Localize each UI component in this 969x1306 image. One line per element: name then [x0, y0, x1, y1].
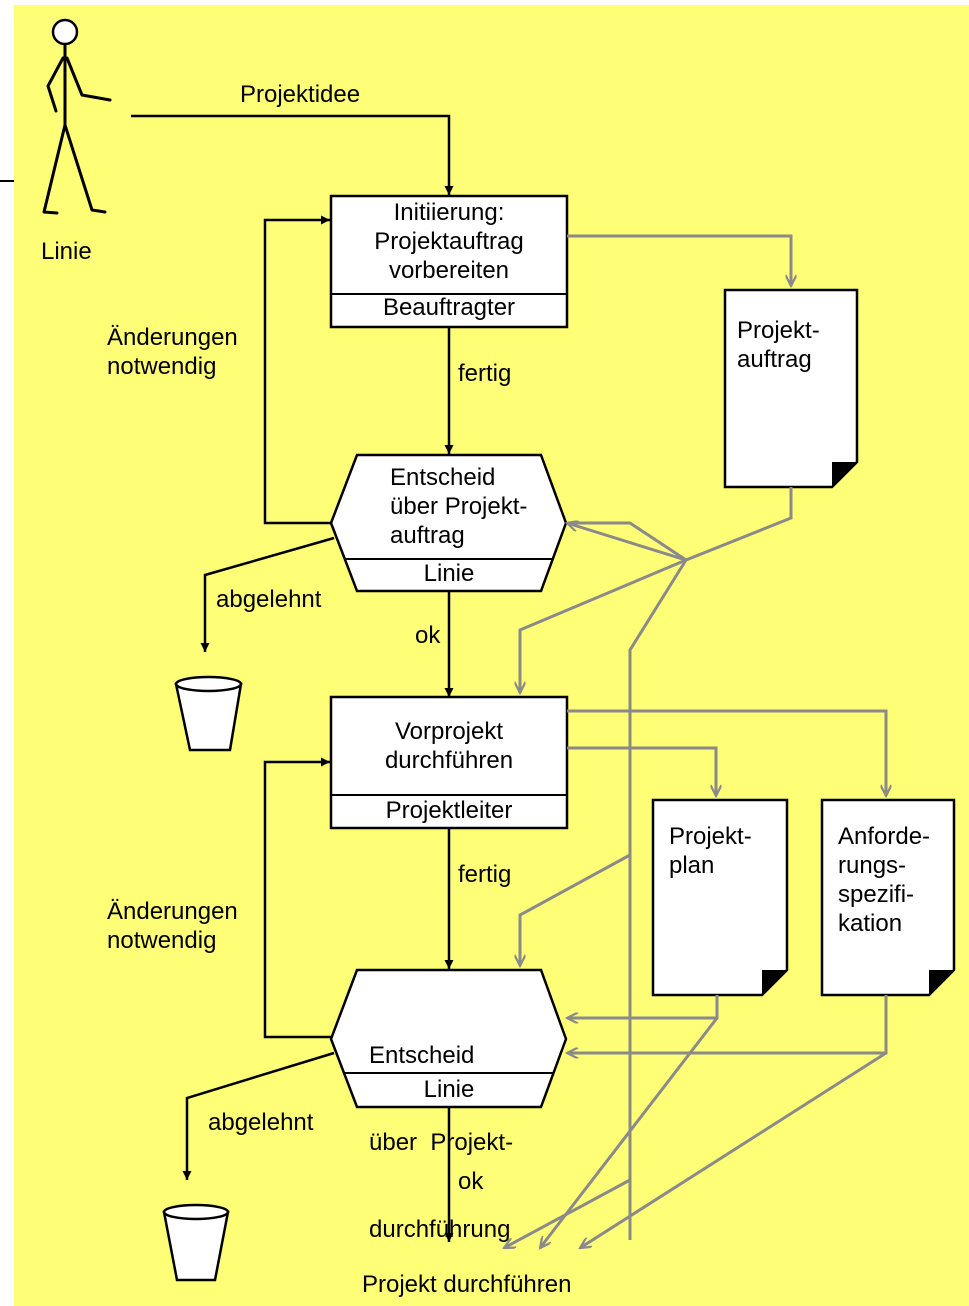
initiation-title: Initiierung: Projektauftrag vorbereiten	[331, 198, 567, 285]
information-flow-arrows	[504, 234, 886, 1248]
rejected-2-label: abgelehnt	[208, 1109, 314, 1136]
actor-label: Linie	[41, 238, 92, 265]
decision-2-hexagon	[329, 968, 568, 1109]
arrow-abgelehnt-2	[182, 1051, 335, 1180]
preproject-title: Vorprojekt durchführen	[331, 717, 567, 775]
document-plan-line-1: Projekt-	[669, 823, 752, 850]
preproject-line-2: durchführen	[384, 747, 514, 774]
arrow-abgelehnt-1	[200, 536, 335, 652]
decision-1-hexagon	[329, 453, 568, 593]
trash-bin-2-icon	[162, 1203, 230, 1282]
document-auftrag	[723, 288, 859, 489]
actor-stick-figure-icon	[42, 18, 112, 215]
loop-1-line-2: notwendig	[107, 353, 217, 380]
document-plan	[651, 798, 789, 997]
decision-2-role: Linie	[423, 1076, 475, 1103]
document-auftrag-text: Projekt- auftrag	[737, 316, 820, 374]
document-spec-line-1: Anforde-	[838, 823, 931, 850]
trash-bin-1-icon	[174, 675, 243, 752]
arrow-loop-2	[263, 757, 331, 1039]
document-plan-line-2: plan	[669, 852, 715, 879]
initiation-role: Beauftragter	[382, 294, 516, 321]
initiation-title-line-2: Projektauftrag	[374, 228, 524, 255]
ok-2-label: ok	[458, 1168, 484, 1195]
edge-fertig-2-label: fertig	[458, 861, 512, 888]
document-plan-text: Projekt- plan	[669, 822, 752, 880]
decision-1-role: Linie	[423, 560, 475, 587]
decision-1-line-2: über Projekt-	[390, 493, 528, 520]
document-spec-line-2: rungs-	[838, 852, 907, 879]
preproject-line-1: Vorprojekt	[394, 718, 504, 745]
decision-1-title: Entscheid über Projekt- auftrag	[390, 463, 527, 550]
initiation-title-line-1: Initiierung:	[393, 199, 505, 226]
document-spec-line-3: spezifi-	[838, 881, 915, 908]
document-spec-line-4: kation	[838, 910, 903, 937]
ok-1-label: ok	[415, 622, 441, 649]
rejected-1-label: abgelehnt	[216, 586, 322, 613]
loop-1-line-1: Änderungen	[107, 324, 238, 351]
document-auftrag-line-1: Projekt-	[737, 317, 820, 344]
output-label: Projekt durchführen	[362, 1271, 572, 1298]
edge-fertig-1-label: fertig	[458, 360, 512, 387]
input-label: Projektidee	[240, 81, 361, 108]
document-auftrag-line-2: auftrag	[737, 346, 812, 373]
decision-2-line-3: durchführung	[369, 1216, 511, 1243]
initiation-box	[329, 194, 569, 329]
arrow-projektidee	[131, 114, 454, 195]
decision-2-title: Entscheid über Projekt- durchführung	[369, 983, 513, 1302]
arrow-loop-1	[263, 215, 331, 525]
decision-1-line-1: Entscheid	[390, 464, 496, 491]
preproject-role: Projektleiter	[385, 797, 513, 824]
document-spec	[820, 798, 956, 997]
preproject-box	[329, 695, 569, 830]
document-spec-text: Anforde- rungs- spezifi- kation	[838, 822, 930, 938]
decision-2-line-1: Entscheid	[369, 1042, 475, 1069]
initiation-title-line-3: vorbereiten	[388, 257, 510, 284]
decision-2-line-2: über Projekt-	[369, 1129, 514, 1156]
loop-2-line-2: notwendig	[107, 927, 217, 954]
loop-2-line-1: Änderungen	[107, 898, 238, 925]
decision-1-line-3: auftrag	[390, 522, 465, 549]
loop-2-label: Änderungen notwendig	[107, 897, 238, 955]
loop-1-label: Änderungen notwendig	[107, 323, 238, 381]
